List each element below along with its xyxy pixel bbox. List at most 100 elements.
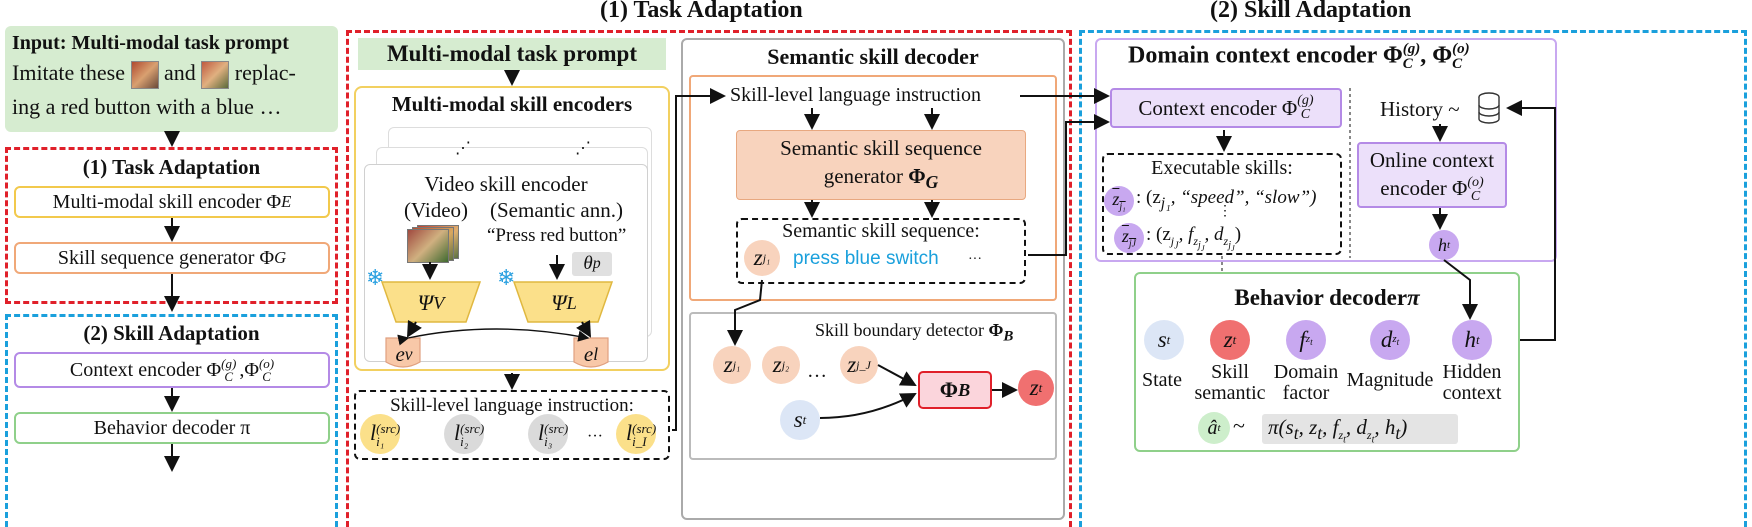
context-encoder-box: Context encoder Φ(g)C: [1110, 88, 1342, 128]
domain-line1: Domain: [1273, 361, 1339, 383]
snowflake-icon: ❄: [497, 265, 516, 290]
semantic-sub-label: (Semantic ann.): [490, 198, 623, 222]
h-sym: h: [1464, 327, 1476, 352]
sequence-generator-box: Semantic skill sequence generator ΦG: [736, 130, 1026, 200]
s-sym: s: [1157, 327, 1167, 352]
input-text-part-a: Imitate these: [12, 60, 126, 85]
thumbnail-image-1: [130, 60, 159, 89]
exec-line-1: : (zj₁, “speed”, “slow”): [1136, 187, 1316, 213]
boundary-text: Skill boundary detector: [815, 320, 984, 340]
domain-title-sub2: C: [1452, 56, 1463, 72]
generator-line1: Semantic skill sequence: [780, 135, 982, 160]
h-sub: t: [1475, 332, 1480, 347]
l-label-4: l(src)i_I: [626, 420, 656, 448]
l-sup: (src): [376, 420, 401, 436]
l-sym: l: [370, 420, 377, 445]
z-sub: j₂: [781, 357, 790, 372]
exec1-rest: , “speed”, “slow”): [1170, 187, 1317, 208]
video-encoder-title: Video skill encoder: [424, 172, 588, 196]
task-adaptation-frame: [346, 30, 1072, 527]
policy-end: ): [1400, 415, 1408, 439]
generator-word: generator: [823, 163, 903, 188]
z-sub: j_J: [856, 357, 871, 372]
l-sym: l: [454, 420, 461, 445]
input-title: Input: Multi-modal task prompt: [12, 32, 289, 54]
z-sub: t: [1038, 380, 1043, 395]
behavior-title-pi: π: [1407, 285, 1420, 310]
instruction-ellipsis: ···: [587, 428, 603, 445]
behavior-decoder-frame: [1134, 272, 1520, 452]
skill-sem-line1: Skill: [1211, 361, 1249, 383]
history-label: History ~: [1380, 97, 1460, 121]
policy-a: π(s: [1268, 415, 1294, 439]
policy-expression: π(st, zt, fzt, dzt, ht): [1268, 415, 1408, 446]
psi-l-sub: L: [566, 292, 577, 313]
left-encoder-sub: E: [281, 192, 292, 211]
l-sub: i₃: [544, 433, 553, 449]
zj1-bar-circle: zj₁: [1104, 186, 1134, 216]
behavior-title: Behavior decoder π: [1134, 285, 1520, 311]
exec2-a: : (z: [1146, 224, 1171, 245]
domain-title-phi: Φ: [1382, 42, 1403, 69]
l-sup: (src): [544, 420, 569, 436]
policy-s-sub: t: [1293, 423, 1299, 444]
semantic-sequence-box: [736, 218, 1026, 284]
behavior-title-text: Behavior decoder: [1234, 285, 1408, 310]
generator-phi-sub: G: [925, 172, 939, 193]
policy-f: , f: [1322, 415, 1339, 439]
e-v-sub: v: [404, 344, 413, 364]
video-sub-label: (Video): [404, 198, 469, 222]
exec1-a: : (z: [1136, 187, 1161, 208]
boundary-mid-dots: …: [807, 360, 827, 382]
domain-line2: factor: [1282, 382, 1330, 404]
ctx-sup: (g): [1297, 93, 1314, 108]
domain-title-sub1: C: [1402, 56, 1413, 72]
z-sym: z: [723, 352, 733, 377]
skill-sem-line2: semantic: [1194, 382, 1266, 404]
left-context-box: Context encoder Φ(g)C,Φ(o)C: [14, 352, 330, 388]
left-skill-adaptation-frame: [5, 314, 338, 527]
z-sub: t: [1232, 332, 1237, 347]
boundary-phi: Φ: [988, 320, 1004, 340]
domain-title-sup2: (o): [1452, 41, 1470, 57]
left-context-label: Context encoder Φ: [69, 358, 222, 381]
domain-title-text: Domain context encoder: [1128, 42, 1377, 69]
theta-symbol: θ: [583, 253, 593, 274]
database-icon: [1477, 92, 1501, 126]
s-sub: t: [802, 412, 807, 427]
left-skill-title: (2) Skill Adaptation: [83, 321, 260, 345]
l-sub: i₁: [376, 433, 385, 449]
phi-b-sub: B: [958, 379, 971, 400]
l-sub: i₂: [460, 433, 469, 449]
a-hat-sym: â: [1207, 416, 1218, 439]
psi-symbol: Ψ: [417, 290, 434, 315]
policy-h: , h: [1374, 415, 1396, 439]
s-sym: s: [793, 407, 803, 432]
stack-dots-1: ⋰: [455, 140, 471, 157]
e-symbol: e: [583, 342, 594, 366]
policy-z: , z: [1298, 415, 1318, 439]
d-sym: d: [1380, 327, 1393, 352]
h-sub: t: [1446, 239, 1451, 251]
online-sub: C: [1470, 189, 1481, 205]
input-text-part-c: replac-: [234, 60, 296, 85]
a-hat-sub: t: [1217, 422, 1221, 434]
generator-phi: Φ: [908, 163, 926, 188]
phi-b-symbol: Φ: [939, 377, 958, 402]
label-magnitude: Magnitude: [1346, 369, 1434, 391]
skill-encoders-box: [354, 86, 670, 371]
z-sub: j₁: [762, 250, 771, 265]
e-symbol: e: [395, 342, 405, 366]
